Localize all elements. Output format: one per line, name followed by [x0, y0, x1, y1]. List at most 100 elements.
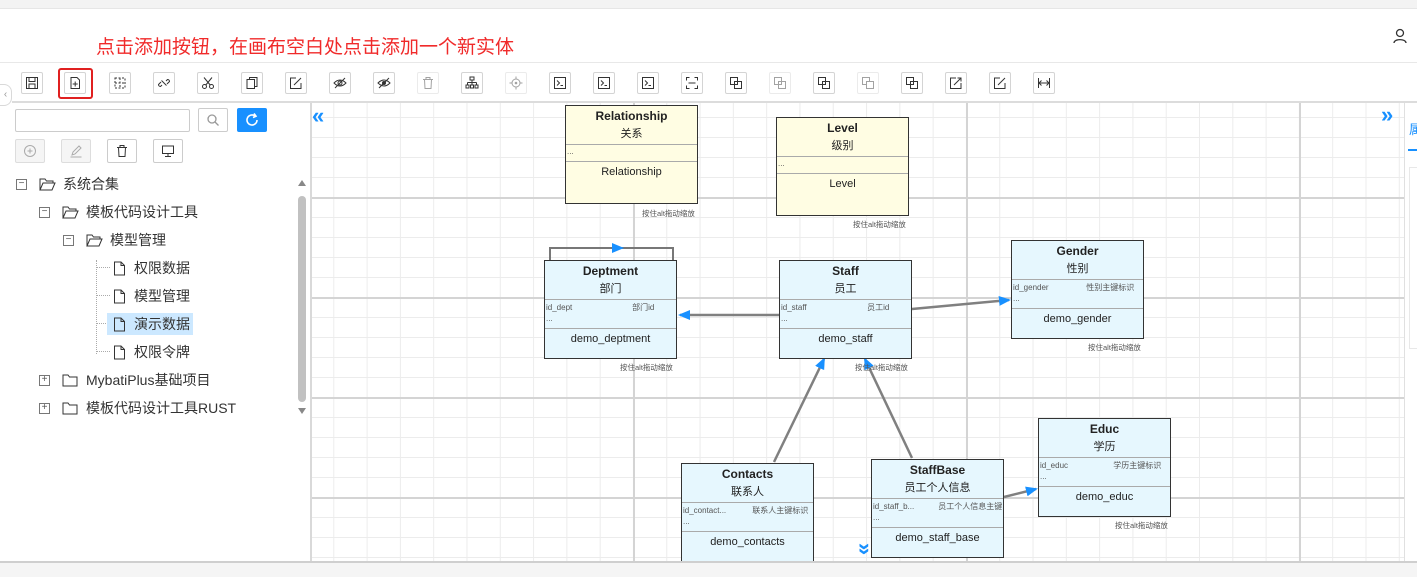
- edit-button[interactable]: [285, 72, 307, 94]
- entity-level[interactable]: Level 级别 ... Level: [776, 117, 909, 216]
- panel-splitter[interactable]: [310, 103, 312, 563]
- hide-button[interactable]: [329, 72, 351, 94]
- tree-search-input[interactable]: [15, 109, 190, 132]
- entity-staffbase[interactable]: StaffBase 员工个人信息 id_staff_b...员工个人信息主键 .…: [871, 459, 1004, 558]
- entity-fields: ...: [566, 145, 697, 162]
- entity-table-name: demo_educ: [1075, 491, 1134, 503]
- field-name: 员工id: [867, 303, 890, 312]
- fit-view-button[interactable]: [681, 72, 703, 94]
- zoom-hint: 按住alt拖动缩放: [1088, 343, 1141, 352]
- tab-properties[interactable]: 属: [1409, 122, 1417, 137]
- relation-deptment-self[interactable]: [549, 243, 674, 260]
- hide-icon: [333, 77, 347, 89]
- tree-node-template-tool[interactable]: − 模板代码设计工具: [39, 201, 201, 223]
- relation-staffbase-educ[interactable]: [1003, 486, 1038, 499]
- collapse-sidebar-button[interactable]: ‹: [0, 84, 12, 106]
- collapse-toggle[interactable]: −: [63, 234, 74, 246]
- terminal-alt-button[interactable]: [593, 72, 615, 94]
- toolbar-bottom-border: [12, 101, 1417, 103]
- more-fields: ...: [873, 513, 880, 522]
- copy-button[interactable]: [241, 72, 263, 94]
- tree-leaf-model-management[interactable]: 模型管理: [112, 285, 193, 307]
- hint-text: 点击添加按钮，在画布空白处点击添加一个新实体: [96, 37, 515, 58]
- tree-node-template-tool-rust[interactable]: + 模板代码设计工具RUST: [39, 397, 239, 419]
- layer-down-button[interactable]: [857, 72, 879, 94]
- delete-button[interactable]: [417, 72, 439, 94]
- terminal-button[interactable]: [549, 72, 571, 94]
- expand-toggle[interactable]: +: [39, 402, 50, 414]
- refresh-button[interactable]: [237, 108, 267, 132]
- select-button[interactable]: [109, 72, 131, 94]
- group-button[interactable]: [725, 72, 747, 94]
- delete-node-button[interactable]: [107, 139, 137, 163]
- entity-contacts[interactable]: Contacts 联系人 id_contact...联系人主键标识 ... de…: [681, 463, 814, 561]
- hierarchy-button[interactable]: [461, 72, 483, 94]
- entity-relationship[interactable]: Relationship 关系 ... Relationship: [565, 105, 698, 204]
- expand-right-icon[interactable]: »: [1381, 103, 1394, 127]
- scroll-thumb[interactable]: [298, 196, 306, 402]
- import-icon: [994, 77, 1006, 89]
- hide-alt-button[interactable]: [373, 72, 395, 94]
- relation-staffbase-staff[interactable]: [863, 357, 914, 459]
- tree-leaf-permission-token[interactable]: 权限令牌: [112, 341, 193, 363]
- entity-name: Deptment: [582, 264, 639, 278]
- tree-leaf-demo-data[interactable]: 演示数据: [107, 313, 193, 335]
- more-fields: ...: [683, 517, 690, 526]
- ungroup-button[interactable]: [769, 72, 791, 94]
- entity-table-name: Relationship: [601, 166, 662, 178]
- tree-label: 权限数据: [134, 260, 190, 276]
- tree-leaf-permission-data[interactable]: 权限数据: [112, 257, 193, 279]
- user-icon[interactable]: [1391, 27, 1409, 45]
- search-button[interactable]: [198, 108, 228, 132]
- pencil-icon: [70, 145, 82, 158]
- save-button[interactable]: [21, 72, 43, 94]
- equal-width-button[interactable]: [1033, 72, 1055, 94]
- search-icon: [207, 114, 219, 126]
- expand-toggle[interactable]: +: [39, 374, 50, 386]
- entity-name: Level: [827, 121, 858, 135]
- cut-button[interactable]: [197, 72, 219, 94]
- field-name: 性别主键标识: [1086, 283, 1135, 292]
- entity-name: Staff: [832, 264, 859, 278]
- tree-node-mybatisplus[interactable]: + MybatiPlus基础项目: [39, 369, 213, 391]
- collapse-left-icon[interactable]: «: [312, 103, 325, 128]
- field-row[interactable]: id_contact...联系人主键标识: [682, 505, 813, 517]
- er-canvas[interactable]: « » » Relationship 关系 ...: [312, 103, 1404, 561]
- entity-table-name: Level: [829, 178, 856, 190]
- locate-button[interactable]: [505, 72, 527, 94]
- tree-scrollbar[interactable]: [296, 176, 308, 418]
- relation-contacts-staff[interactable]: [772, 357, 826, 463]
- tree-node-root[interactable]: − 系统合集: [16, 173, 122, 195]
- add-node-button[interactable]: [15, 139, 45, 163]
- add-button-highlight: [58, 68, 93, 99]
- relation-staff-gender[interactable]: [911, 295, 1011, 311]
- unlink-button[interactable]: [153, 72, 175, 94]
- scroll-down-arrow[interactable]: [298, 408, 306, 414]
- export-button[interactable]: [945, 72, 967, 94]
- terminal-run-button[interactable]: [637, 72, 659, 94]
- collapse-toggle[interactable]: −: [39, 206, 50, 218]
- collapse-toggle[interactable]: −: [16, 178, 27, 190]
- add-entity-button[interactable]: [64, 72, 86, 94]
- layer-button[interactable]: [901, 72, 923, 94]
- entity-table-name: demo_gender: [1043, 313, 1112, 325]
- file-icon: [114, 261, 125, 275]
- import-button[interactable]: [989, 72, 1011, 94]
- display-button[interactable]: [153, 139, 183, 163]
- field-row[interactable]: id_staff_b...员工个人信息主键: [872, 501, 1003, 513]
- tree-node-model-management[interactable]: − 模型管理: [63, 229, 169, 251]
- layer-up-button[interactable]: [813, 72, 835, 94]
- edit-node-button[interactable]: [61, 139, 91, 163]
- unlink-icon: [157, 78, 171, 88]
- tree-label: 权限令牌: [134, 344, 190, 360]
- scroll-up-arrow[interactable]: [298, 180, 306, 186]
